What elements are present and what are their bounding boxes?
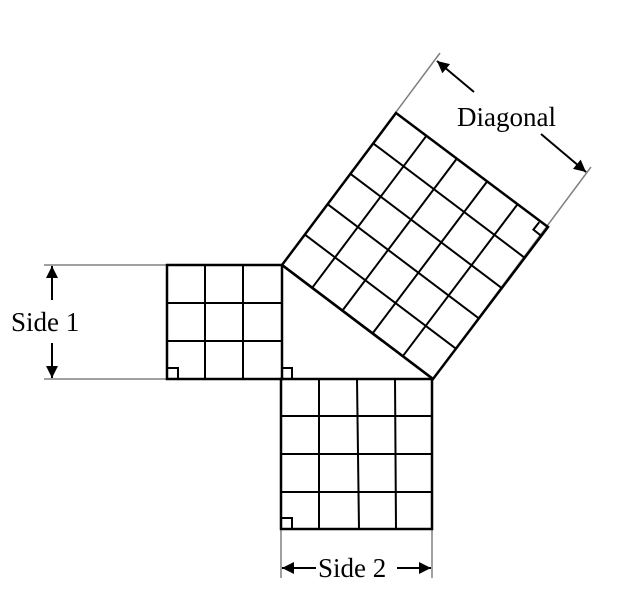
diagonal-grid-line [372,142,525,259]
diagonal-square [280,111,550,381]
diagonal-grid-line [341,157,458,312]
diagonal-grid-line [311,135,428,289]
diagonal-grid-line [371,180,488,335]
diagonal-right-angle-mark [532,221,542,237]
diagonal-square-border [280,111,550,381]
side1-right-angle-mark [167,367,179,379]
diagonal-grid-line [349,173,503,289]
side1-square-border [165,263,284,381]
side2-square [279,377,434,531]
side2-right-angle-mark [281,517,293,529]
side1-label: Side 1 [11,307,79,337]
diagonal-arrow-up [436,60,475,93]
side2-dimension: Side 2 [280,529,433,583]
triangle-right-angle-mark [282,367,293,379]
diagonal-arrow-down [540,133,587,173]
diagonal-grid-line [402,203,519,357]
diagonal-grid-line [304,233,457,350]
side2-label: Side 2 [318,553,386,583]
side1-square [165,263,284,381]
diagonal-grid-line [326,203,480,319]
diagonal-label: Diagonal [457,102,556,132]
side1-dimension: Side 1 [11,264,167,380]
diagonal-dimension: Diagonal [281,52,592,380]
